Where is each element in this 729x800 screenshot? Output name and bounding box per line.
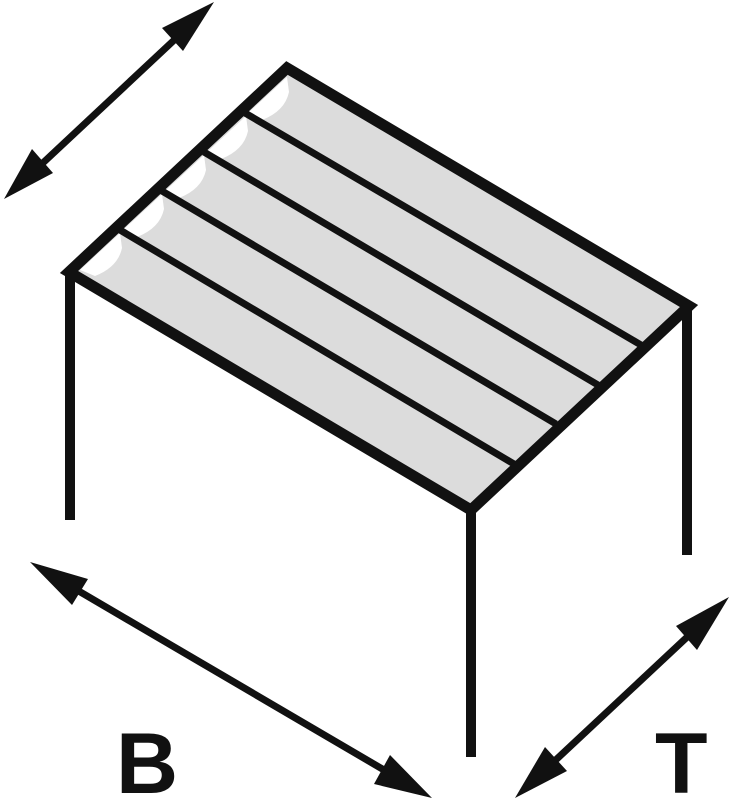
arrowhead-icon — [374, 755, 432, 798]
arrowhead-icon — [676, 597, 729, 650]
depth-arrow-top — [4, 2, 214, 199]
panel-highlight-3 — [164, 155, 206, 198]
panel-highlights — [80, 77, 289, 276]
depth-arrow-top-shaft — [27, 26, 189, 178]
arrowhead-icon — [515, 747, 567, 798]
panel-divider-1 — [243, 109, 643, 349]
posts — [65, 272, 692, 757]
depth-arrow-right — [515, 597, 729, 798]
panel-highlight-4 — [122, 194, 164, 237]
panel-highlight-2 — [206, 116, 248, 159]
arrowhead-icon — [4, 149, 53, 199]
panel-dividers — [118, 109, 643, 468]
roof-surface — [69, 68, 689, 510]
panel-highlight-5 — [80, 233, 122, 276]
depth-arrow-right-shaft — [542, 622, 703, 773]
panel-divider-4 — [118, 226, 516, 468]
width-label: B — [116, 716, 178, 800]
panel-divider-2 — [202, 148, 600, 389]
arrowhead-icon — [30, 562, 88, 605]
width-arrow — [30, 562, 432, 798]
panel-highlight-1 — [247, 77, 289, 120]
arrowhead-icon — [162, 2, 214, 51]
width-arrow-shaft — [63, 579, 398, 781]
panel-divider-3 — [160, 187, 558, 428]
depth-label: T — [655, 716, 708, 800]
